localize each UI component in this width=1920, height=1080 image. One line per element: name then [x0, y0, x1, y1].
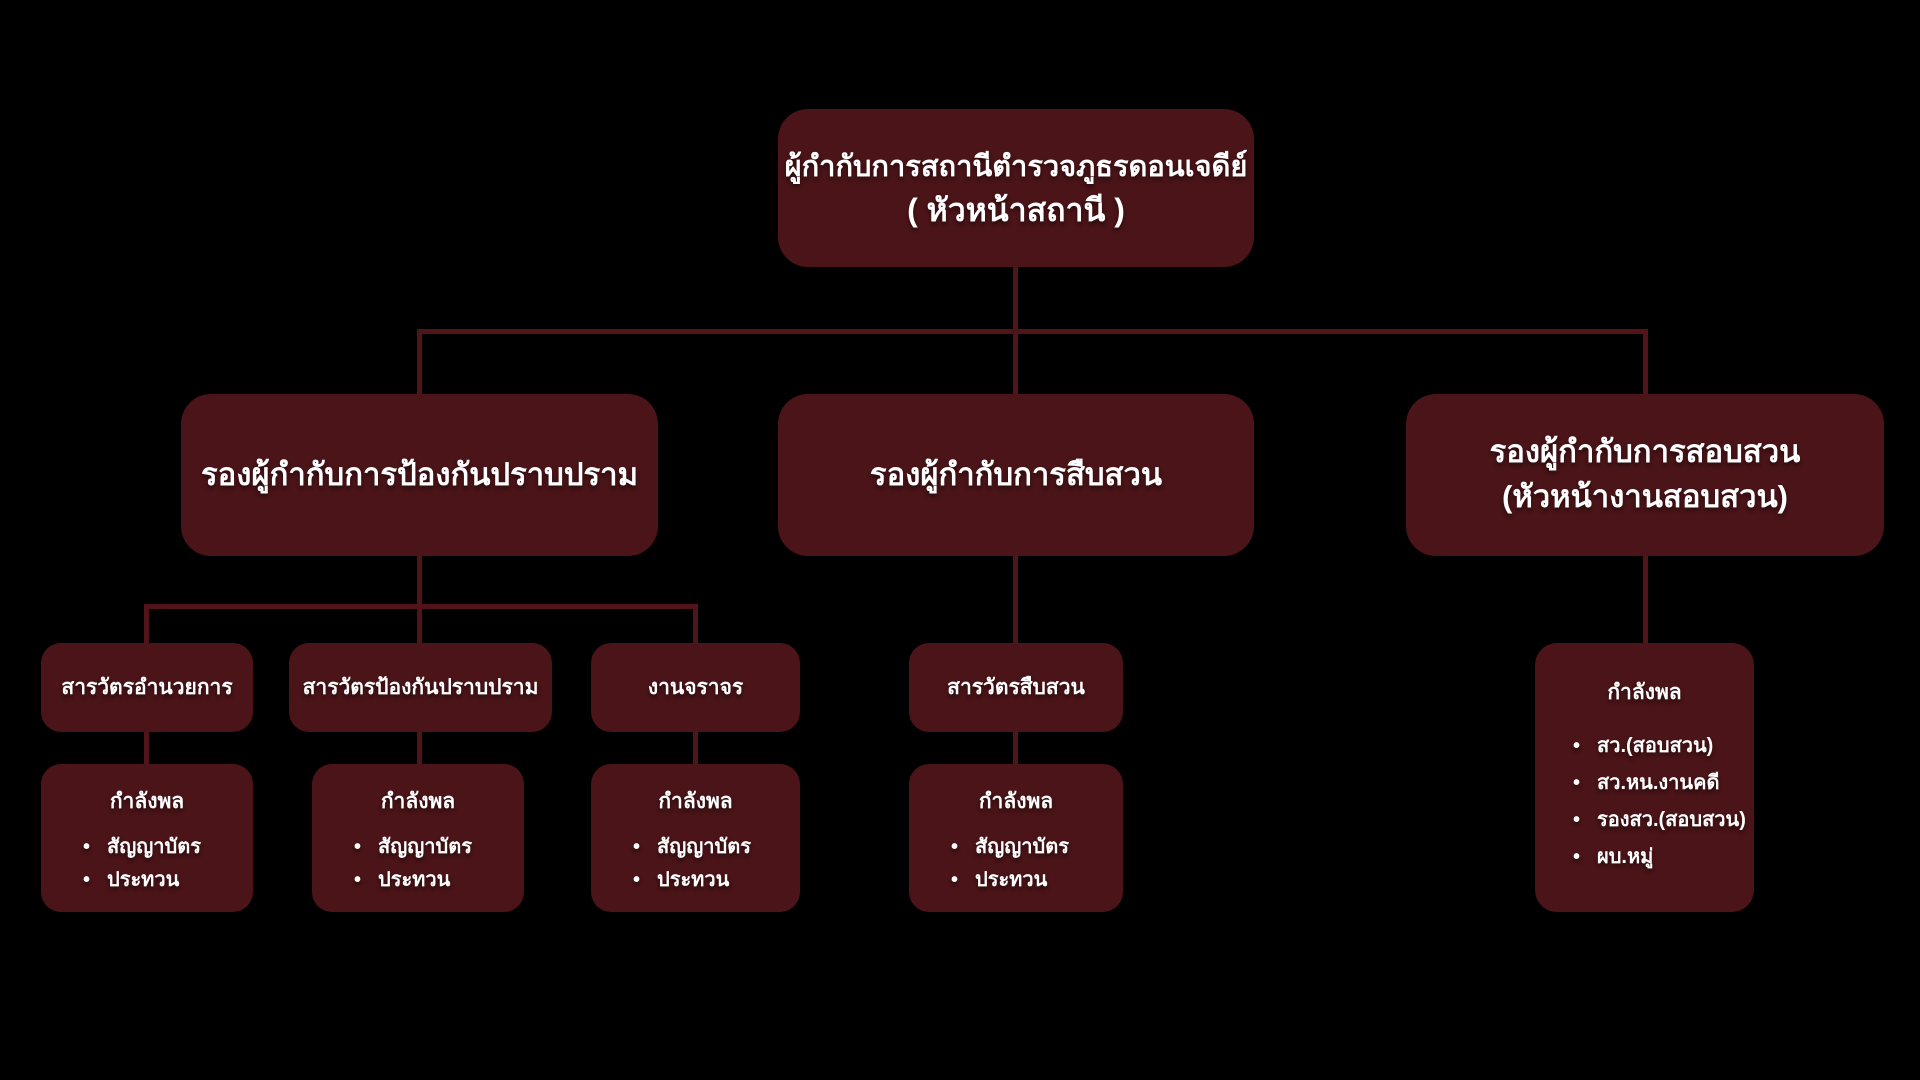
personnel-list: สว.(สอบสวน) สว.หน.งานคดี รองสว.(สอบสวน) … — [1535, 728, 1754, 876]
personnel-item: ประทวน — [83, 864, 245, 896]
connector-line — [417, 730, 422, 765]
connector-line — [417, 329, 422, 395]
personnel-header: กำลังพล — [978, 790, 1054, 813]
personnel-item: สว.หน.งานคดี — [1573, 765, 1746, 802]
personnel-item: สัญญาบัตร — [633, 831, 792, 863]
personnel-item: สัญญาบัตร — [951, 831, 1115, 863]
personnel-header: กำลังพล — [380, 790, 456, 813]
connector-line — [417, 329, 1648, 334]
connector-line — [693, 730, 698, 765]
connector-line — [1643, 329, 1648, 395]
org-box-title: รองผู้กำกับการป้องกันปราบปราม — [201, 456, 638, 492]
connector-line — [1013, 266, 1018, 332]
connector-line — [144, 730, 149, 765]
personnel-list: สัญญาบัตร ประทวน — [909, 831, 1123, 896]
org-box-subtitle: ( หัวหน้าสถานี ) — [907, 191, 1125, 228]
connector-line — [417, 554, 422, 606]
org-box-title: รองผู้กำกับการสอบสวน — [1489, 434, 1801, 470]
org-box-deputy-prevention: รองผู้กำกับการป้องกันปราบปราม — [181, 394, 658, 556]
connector-line — [417, 606, 422, 644]
connector-line — [144, 606, 149, 644]
personnel-item: รองสว.(สอบสวน) — [1573, 802, 1746, 839]
connector-line — [1013, 329, 1018, 395]
personnel-header: กำลังพล — [658, 790, 733, 813]
org-box-title: สารวัตรอำนวยการ — [61, 675, 233, 699]
personnel-item: ประทวน — [633, 864, 792, 896]
personnel-item: สัญญาบัตร — [83, 831, 245, 863]
personnel-box-admin: กำลังพล สัญญาบัตร ประทวน — [41, 764, 253, 912]
org-box-title: สารวัตรป้องกันปราบปราม — [302, 675, 539, 699]
connector-line — [693, 606, 698, 644]
org-box-deputy-investigation: รองผู้กำกับการสืบสวน — [778, 394, 1254, 556]
org-box-traffic-unit: งานจราจร — [591, 643, 800, 732]
personnel-list: สัญญาบัตร ประทวน — [591, 831, 800, 896]
personnel-item: ผบ.หมู่ — [1573, 839, 1746, 876]
org-box-subtitle: (หัวหน้างานสอบสวน) — [1502, 479, 1788, 514]
org-box-title: รองผู้กำกับการสืบสวน — [869, 456, 1163, 492]
org-box-admin-inspector: สารวัตรอำนวยการ — [41, 643, 253, 732]
personnel-item: ประทวน — [354, 864, 516, 896]
org-box-title: งานจราจร — [647, 675, 744, 699]
personnel-box-traffic: กำลังพล สัญญาบัตร ประทวน — [591, 764, 800, 912]
personnel-header: กำลังพล — [1607, 681, 1682, 704]
connector-line — [1643, 554, 1648, 644]
personnel-item: สว.(สอบสวน) — [1573, 728, 1746, 765]
personnel-header: กำลังพล — [109, 790, 185, 813]
personnel-list: สัญญาบัตร ประทวน — [41, 831, 253, 896]
personnel-item: ประทวน — [951, 864, 1115, 896]
org-box-title: ผู้กำกับการสถานีตำรวจภูธรดอนเจดีย์ — [784, 150, 1248, 183]
org-box-prevention-inspector: สารวัตรป้องกันปราบปราม — [289, 643, 552, 732]
personnel-box-inquiry: กำลังพล สว.(สอบสวน) สว.หน.งานคดี รองสว.(… — [1535, 643, 1754, 912]
org-box-deputy-inquiry: รองผู้กำกับการสอบสวน (หัวหน้างานสอบสวน) — [1406, 394, 1884, 556]
org-box-title: สารวัตรสืบสวน — [947, 675, 1085, 699]
connector-line — [1013, 554, 1018, 644]
personnel-item: สัญญาบัตร — [354, 831, 516, 863]
org-box-investigation-inspector: สารวัตรสืบสวน — [909, 643, 1123, 732]
personnel-box-investigation: กำลังพล สัญญาบัตร ประทวน — [909, 764, 1123, 912]
personnel-box-prevention: กำลังพล สัญญาบัตร ประทวน — [312, 764, 524, 912]
personnel-list: สัญญาบัตร ประทวน — [312, 831, 524, 896]
org-box-superintendent: ผู้กำกับการสถานีตำรวจภูธรดอนเจดีย์ ( หัว… — [778, 109, 1254, 267]
connector-line — [1013, 730, 1018, 765]
